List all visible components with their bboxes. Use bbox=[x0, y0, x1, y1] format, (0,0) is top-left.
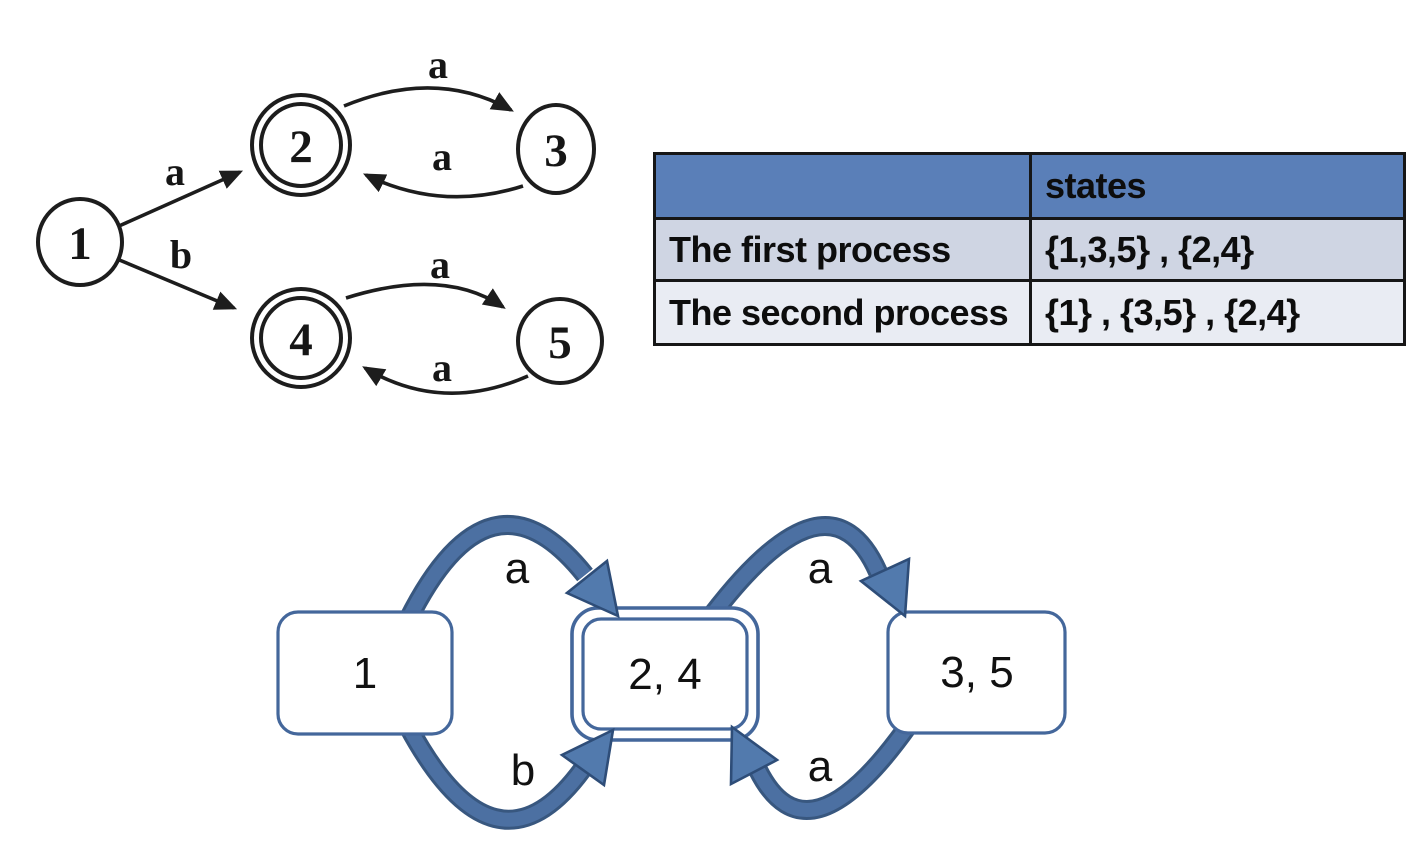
arrowhead-into-35-top bbox=[858, 556, 911, 619]
dfa-edge-label-a: a bbox=[808, 742, 833, 791]
row-name-cell: The first process bbox=[653, 217, 1032, 282]
row-states-cell: {1} , {3,5} , {2,4} bbox=[1029, 279, 1406, 346]
nfa-state-1: 1 bbox=[36, 197, 124, 287]
nfa-edge-label-a: a bbox=[432, 134, 452, 179]
dfa-state-35: 3, 5 bbox=[886, 610, 1067, 735]
header-states-cell: states bbox=[1029, 152, 1406, 220]
dfa-state-24-accepting: 2, 4 bbox=[570, 606, 760, 742]
nfa-edge-label-b: b bbox=[170, 232, 192, 277]
dfa-transition-24-to-35-a bbox=[704, 516, 888, 622]
nfa-state-2-accepting: 2 bbox=[250, 93, 352, 197]
row-name-cell: The second process bbox=[653, 279, 1032, 346]
state-box bbox=[886, 610, 1067, 735]
nfa-transition-5-to-4 bbox=[362, 366, 529, 395]
dfa-diagram: 1 2, 4 3, 5 a b a a bbox=[276, 515, 1067, 830]
arrowhead-into-24-top bbox=[564, 558, 620, 619]
state-circle bbox=[36, 197, 124, 287]
dfa-edge-label-b: b bbox=[511, 746, 535, 795]
arrowhead-into-24-bottom-left bbox=[559, 727, 615, 788]
nfa-transition-4-to-5 bbox=[345, 282, 506, 309]
state-label: 4 bbox=[289, 314, 313, 366]
nfa-state-5: 5 bbox=[516, 297, 604, 385]
nfa-state-4-accepting: 4 bbox=[250, 287, 352, 389]
nfa-transition-2-to-3 bbox=[343, 86, 514, 112]
dfa-state-1: 1 bbox=[276, 610, 454, 736]
dfa-transition-1-to-24-b bbox=[399, 721, 591, 830]
arrowhead-into-24-bottom-right bbox=[729, 724, 780, 787]
nfa-edge-label-a: a bbox=[165, 149, 185, 194]
table-row: The second process {1} , {3,5} , {2,4} bbox=[653, 279, 1406, 346]
state-label: 5 bbox=[548, 317, 572, 369]
dfa-edge-label-a: a bbox=[808, 544, 833, 593]
state-label: 2 bbox=[289, 121, 313, 173]
process-states-table: states The first process {1,3,5} , {2,4}… bbox=[653, 152, 1406, 346]
nfa-transition-1-to-4 bbox=[116, 257, 238, 310]
dfa-edge-label-a: a bbox=[505, 544, 530, 593]
nfa-state-3: 3 bbox=[516, 103, 596, 195]
nfa-transition-3-to-2 bbox=[362, 173, 524, 199]
state-inner-box bbox=[581, 617, 749, 731]
dfa-transition-1-to-24-a bbox=[399, 515, 593, 625]
state-label: 1 bbox=[68, 218, 92, 270]
header-empty-cell bbox=[653, 152, 1032, 220]
state-inner-circle bbox=[259, 296, 343, 380]
nfa-edge-label-a: a bbox=[430, 242, 450, 287]
state-circle bbox=[516, 297, 604, 385]
state-circle bbox=[516, 103, 596, 195]
state-label: 1 bbox=[353, 649, 377, 698]
table-header-row: states bbox=[653, 152, 1406, 220]
state-label: 3 bbox=[544, 125, 568, 177]
row-states-cell: {1,3,5} , {2,4} bbox=[1029, 217, 1406, 282]
state-inner-circle bbox=[259, 102, 343, 188]
nfa-diagram: 1 2 3 4 5 a b a a a a bbox=[36, 42, 604, 395]
state-box bbox=[276, 610, 454, 736]
nfa-edge-label-a: a bbox=[432, 345, 452, 390]
nfa-transition-1-to-2 bbox=[118, 170, 244, 228]
dfa-transition-35-to-24-a bbox=[749, 720, 917, 820]
nfa-edge-label-a: a bbox=[428, 42, 448, 87]
state-label: 2, 4 bbox=[628, 650, 701, 699]
state-label: 3, 5 bbox=[940, 648, 1013, 697]
table-row: The first process {1,3,5} , {2,4} bbox=[653, 217, 1406, 282]
